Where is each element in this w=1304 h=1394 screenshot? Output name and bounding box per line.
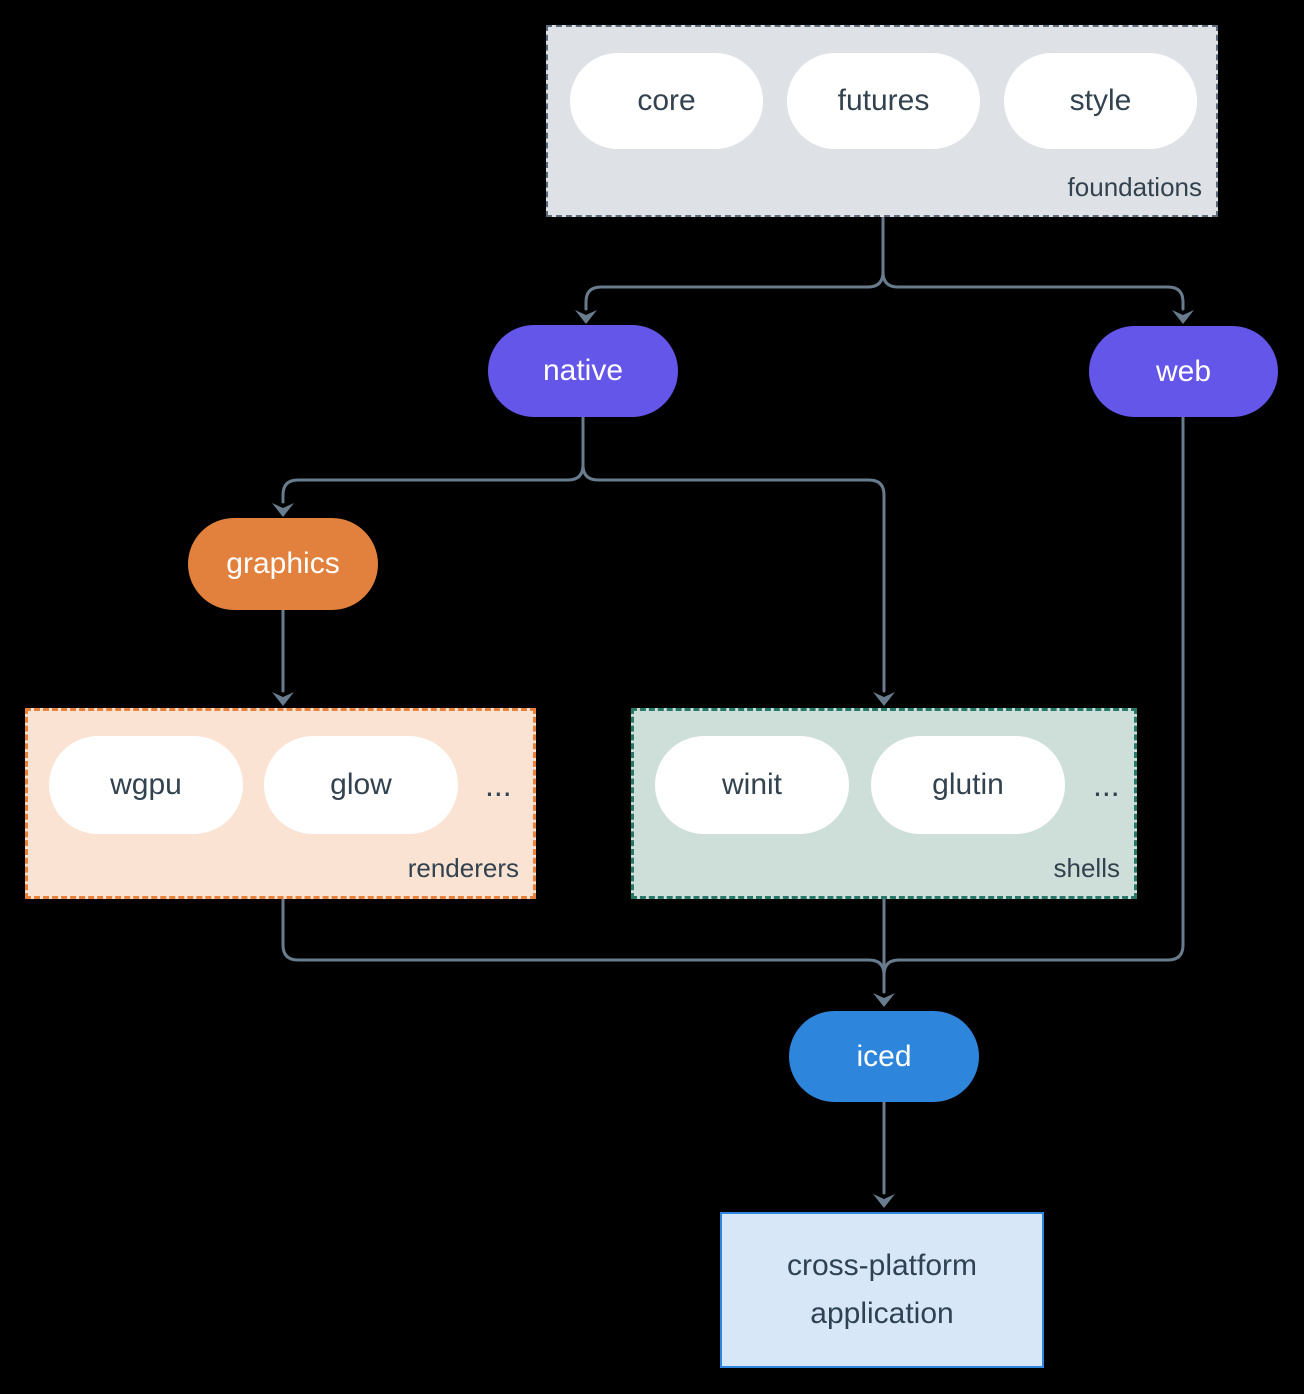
edge-native-graphics (281, 463, 585, 504)
renderers-label: renderers (407, 853, 519, 883)
shells-pill-row: winit glutin ... (634, 711, 1134, 834)
pill-winit: winit (655, 736, 849, 834)
pill-core: core (570, 53, 763, 149)
pill-style: style (1004, 53, 1197, 149)
shells-group: winit glutin ... shells (631, 708, 1137, 899)
application-box: cross-platform application (720, 1212, 1044, 1368)
edge-renderers-merge (281, 897, 886, 977)
arrowhead-application (873, 1194, 895, 1208)
foundations-pill-row: core futures style (548, 27, 1216, 149)
arrowhead-renderers (272, 692, 294, 706)
node-iced: iced (789, 1011, 979, 1102)
arrowhead-shells (873, 692, 895, 706)
pill-wgpu: wgpu (49, 736, 243, 834)
arrowhead-iced (873, 993, 895, 1007)
renderers-pill-row: wgpu glow ... (28, 711, 533, 834)
pill-futures: futures (787, 53, 980, 149)
foundations-group: core futures style foundations (546, 25, 1218, 217)
pill-glow: glow (264, 736, 458, 834)
node-graphics: graphics (188, 518, 378, 610)
node-web: web (1089, 326, 1278, 417)
renderers-group: wgpu glow ... renderers (25, 708, 536, 899)
edge-foundations-web (881, 270, 1185, 311)
renderers-ellipsis: ... (485, 766, 512, 803)
foundations-label: foundations (1067, 172, 1202, 202)
arrowhead-native (575, 310, 597, 324)
shells-label: shells (1053, 853, 1120, 883)
pill-glutin: glutin (871, 736, 1065, 834)
node-native: native (488, 325, 678, 417)
arrowhead-graphics (272, 503, 294, 517)
edge-native-shells (581, 463, 886, 693)
shells-ellipsis: ... (1093, 766, 1120, 803)
edge-foundations-native (584, 270, 885, 311)
arrowhead-web (1172, 310, 1194, 324)
